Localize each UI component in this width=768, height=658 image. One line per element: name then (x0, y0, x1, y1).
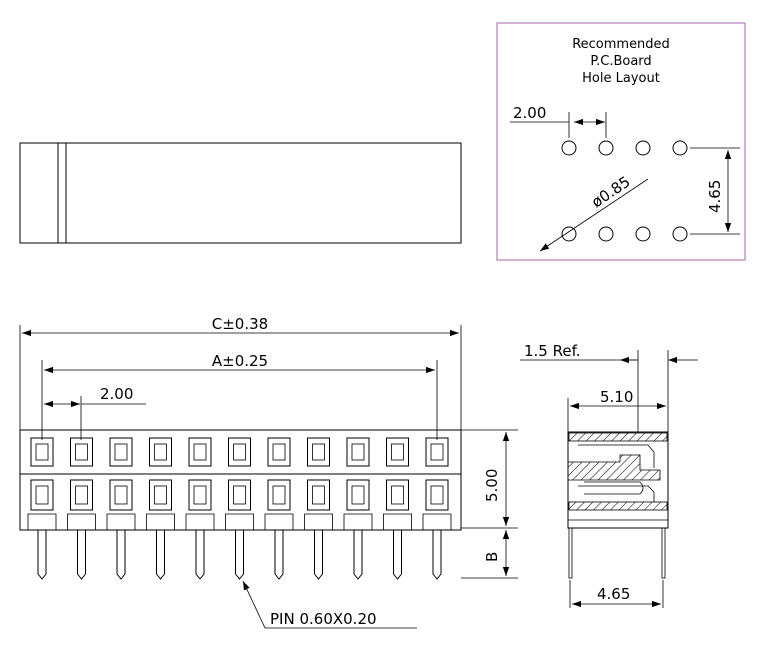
contact-inner-upper (193, 443, 207, 461)
pin (116, 530, 126, 580)
contact-window-upper (188, 437, 212, 467)
pcb-title-line-2: P.C.Board (590, 54, 651, 69)
standoff (106, 513, 136, 530)
standoff (146, 513, 175, 530)
contact-window-upper (267, 437, 291, 467)
width-label: 5.10 (600, 388, 633, 406)
pcb-hole (672, 226, 688, 242)
contact-window-upper (30, 437, 54, 467)
dim-a-label: A±0.25 (212, 352, 268, 370)
contact-inner-lower (351, 485, 365, 505)
pcb-hole (635, 140, 651, 156)
contact-inner-upper (154, 443, 167, 461)
pin (353, 530, 363, 580)
pcb-hole (561, 140, 577, 156)
standoff (225, 513, 254, 530)
contact-inner-upper (272, 443, 286, 461)
contact-window-upper (307, 437, 330, 467)
pcb-title-line-3: Hole Layout (582, 71, 660, 86)
contact-window-lower (386, 479, 409, 511)
contact-window-lower (70, 479, 93, 511)
contact-window-upper (149, 437, 172, 467)
height-label: 5.00 (483, 469, 501, 502)
pcb-hole (635, 226, 651, 242)
tail-label: B (483, 552, 501, 562)
contact-window-upper (109, 437, 133, 467)
standoff (343, 513, 373, 530)
contact-inner-lower (154, 485, 167, 505)
contact-window-lower (267, 479, 291, 511)
contact-inner-upper (351, 443, 365, 461)
contacts (27, 437, 452, 530)
ref-label: 1.5 Ref. (524, 342, 581, 360)
pin (432, 530, 442, 580)
standoff (27, 513, 57, 530)
pin-note: PIN 0.60X0.20 (270, 610, 377, 628)
contact-inner-upper (312, 443, 325, 461)
contact-inner-lower (114, 485, 128, 505)
standoff (422, 513, 452, 530)
contact-inner-upper (430, 443, 444, 461)
pcb-hole-diameter-label: ø0.85 (588, 173, 633, 212)
contact-inner-upper (233, 443, 246, 461)
pcb-holes (561, 140, 688, 242)
pcb-hole (672, 140, 688, 156)
contact-inner-lower (391, 485, 404, 505)
pin (314, 530, 323, 580)
pin (77, 530, 86, 580)
pins (37, 530, 442, 580)
pin-spacing-label: 4.65 (597, 585, 630, 603)
contact-window-lower (149, 479, 172, 511)
contact-window-lower (228, 479, 251, 511)
contact-window-lower (109, 479, 133, 511)
contact-window-upper (228, 437, 251, 467)
pcb-row-spacing-label: 4.65 (706, 180, 724, 213)
contact-inner-upper (75, 443, 88, 461)
pin (274, 530, 284, 580)
contact-inner-lower (35, 485, 49, 505)
contact-window-upper (70, 437, 93, 467)
contact-inner-upper (35, 443, 49, 461)
contact-window-lower (425, 479, 449, 511)
standoff (304, 513, 333, 530)
contact-window-upper (386, 437, 409, 467)
pin (156, 530, 165, 580)
pcb-layout-frame (496, 22, 746, 261)
pcb-title-line-1: Recommended (572, 37, 670, 52)
pcb-hole (561, 226, 577, 242)
contact-window-upper (425, 437, 449, 467)
pcb-hole (598, 226, 614, 242)
contact-window-lower (346, 479, 370, 511)
front-view: C±0.38 A±0.25 2.00 5.00 B PIN 0.60X0.20 (19, 315, 518, 629)
contact-inner-lower (312, 485, 325, 505)
contact-inner-lower (430, 485, 444, 505)
side-view: 1.5 Ref. 5.10 4.65 (520, 342, 698, 608)
front-pitch-label: 2.00 (100, 385, 133, 403)
dim-c-label: C±0.38 (212, 315, 268, 333)
contact-inner-lower (233, 485, 246, 505)
contact-window-lower (30, 479, 54, 511)
standoff (383, 513, 412, 530)
top-view (19, 142, 462, 244)
contact-inner-lower (193, 485, 207, 505)
pin (393, 530, 402, 580)
pin (37, 530, 47, 580)
contact-inner-upper (391, 443, 404, 461)
contact-window-lower (188, 479, 212, 511)
pcb-hole-layout: Recommended P.C.Board Hole Layout 2.00 ø… (496, 22, 746, 261)
pcb-pitch-label: 2.00 (513, 104, 546, 122)
standoff (185, 513, 215, 530)
contact-inner-upper (114, 443, 128, 461)
contact-inner-lower (75, 485, 88, 505)
contact-window-upper (346, 437, 370, 467)
contact-window-lower (307, 479, 330, 511)
standoff (67, 513, 96, 530)
standoff (264, 513, 294, 530)
pin (195, 530, 205, 580)
pin (235, 530, 244, 580)
pcb-hole (598, 140, 614, 156)
contact-inner-lower (272, 485, 286, 505)
